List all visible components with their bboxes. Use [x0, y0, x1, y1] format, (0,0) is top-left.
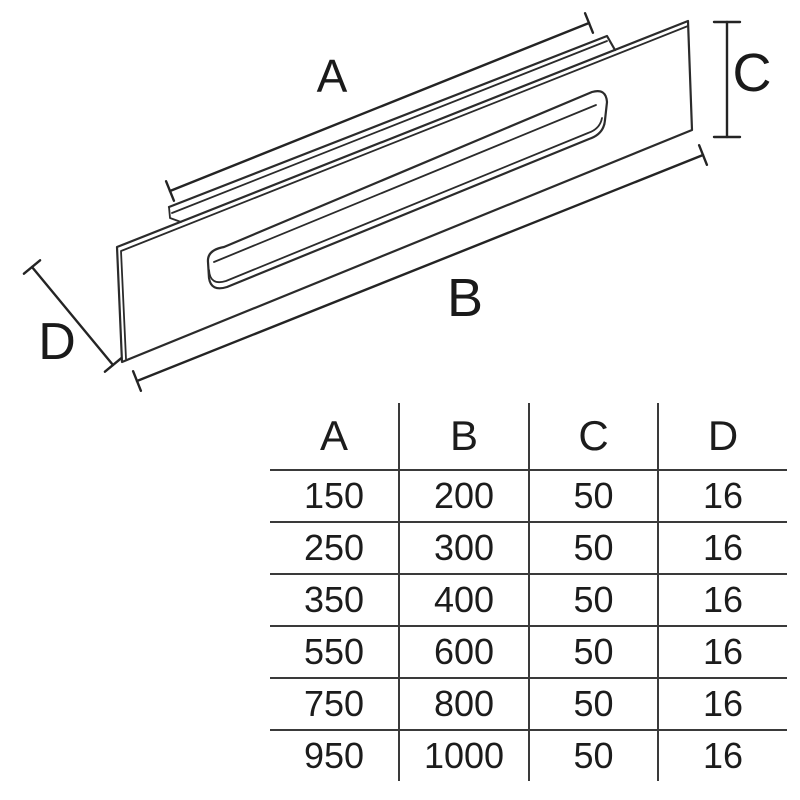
col-header-b: B [399, 403, 530, 471]
cell-d: 16 [658, 522, 787, 575]
cell-c: 50 [529, 626, 659, 679]
cell-d: 16 [658, 574, 787, 627]
cell-a: 250 [270, 522, 400, 575]
dimension-c: C [712, 20, 772, 139]
dimension-a: A [164, 12, 595, 202]
dim-d-line [30, 265, 115, 367]
cell-d: 16 [658, 626, 787, 679]
dim-d-tick-top [22, 259, 42, 275]
cell-b: 300 [399, 522, 530, 575]
dim-label-b: B [447, 268, 483, 328]
slot-outline [206, 90, 609, 290]
table-row: 150 200 50 16 [270, 470, 787, 523]
cell-d: 16 [702, 735, 744, 776]
back-plate-left-fold [168, 206, 182, 223]
col-header-c: C [529, 403, 659, 471]
slot-recess-fold-line [213, 104, 597, 263]
cell-a: 550 [270, 626, 400, 679]
cell-c: 50 [529, 574, 659, 627]
front-plate-outline [115, 19, 694, 364]
dim-b-tick-left [131, 370, 143, 392]
back-plate-top-edge [167, 34, 617, 209]
dim-label-d: D [38, 313, 76, 371]
table-row: 750 800 50 16 [270, 678, 787, 731]
cell-b: 1000 [399, 730, 530, 781]
size-table: A B C D 150 200 50 16 250 300 50 16 [270, 403, 787, 781]
cell-a: 950 [270, 730, 400, 781]
cell-a: 750 [270, 678, 400, 731]
table-row: 350 400 50 16 [270, 574, 787, 627]
slot-bottom-lip-line [208, 117, 603, 284]
handle-diagram: A B C D [22, 12, 772, 392]
dim-label-a: A [317, 50, 348, 102]
table-row: 250 300 50 16 [270, 522, 787, 575]
dimension-d: D [22, 259, 123, 373]
dim-a-tick-left [164, 180, 176, 202]
table-row: 550 600 50 16 [270, 626, 787, 679]
cell-b: 800 [399, 678, 530, 731]
cell-a: 350 [270, 574, 400, 627]
dim-label-c: C [733, 43, 772, 103]
size-table-grid: A B C D 150 200 50 16 250 300 50 16 [270, 403, 787, 781]
dim-b-line [135, 153, 705, 383]
dim-d-tick-bottom [103, 357, 123, 373]
front-plate-thickness-line [120, 25, 689, 360]
dim-a-tick-right [583, 12, 595, 34]
cell-c: 50 [529, 678, 659, 731]
cell-c: 50 [529, 730, 659, 781]
header-row: A B C D [270, 403, 787, 471]
back-plate-thickness-line [171, 40, 608, 214]
cell-b: 400 [399, 574, 530, 627]
cell-d: 16 [658, 678, 787, 731]
cell-b: 200 [399, 470, 530, 523]
cell-a: 150 [270, 470, 400, 523]
cell-c: 50 [529, 470, 659, 523]
cell-c: 50 [529, 522, 659, 575]
col-header-d: D [658, 403, 787, 471]
dim-a-line [168, 21, 591, 193]
col-header-a: A [270, 403, 400, 471]
dimension-b: B [131, 143, 709, 392]
dim-b-tick-right [697, 143, 709, 167]
cell-b: 600 [399, 626, 530, 679]
table-row: 950 1000 50 16 [270, 730, 787, 781]
cell-d: 16 [658, 470, 787, 523]
